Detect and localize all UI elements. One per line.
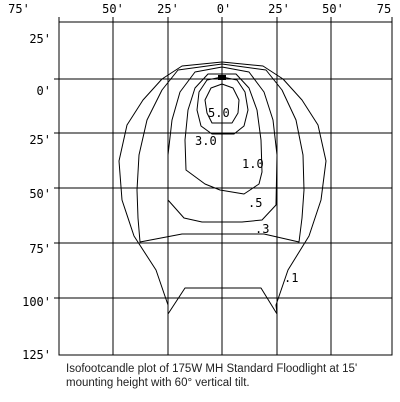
caption-line: mounting height with 60° vertical tilt.	[66, 377, 250, 389]
x-tick-label: 25'	[268, 2, 290, 16]
contours	[118, 61, 327, 315]
y-tick-label: 125'	[22, 348, 51, 362]
contour-0-1	[118, 61, 327, 315]
y-tick-label: 25'	[29, 32, 51, 46]
x-tick-label: 50'	[322, 2, 344, 16]
x-tick-label: 75'	[8, 2, 30, 16]
contour-label: .1	[284, 271, 298, 285]
caption-line: Isofootcandle plot of 175W MH Standard F…	[66, 363, 358, 375]
luminaire-marker	[218, 75, 226, 80]
contour-labels: 5.0 3.0 1.0 .5 .3 .1	[195, 106, 298, 285]
y-tick-label: 50'	[29, 187, 51, 201]
x-tick-label: 50'	[102, 2, 124, 16]
contour-label: .3	[255, 222, 269, 236]
contour-label: .5	[248, 196, 262, 210]
contour-label: 1.0	[242, 157, 264, 171]
y-tick-label: 25'	[29, 133, 51, 147]
contour-1-0	[184, 73, 263, 195]
contour-3-0	[196, 76, 249, 135]
y-tick-labels: 25' 0' 25' 50' 75' 100' 125'	[22, 32, 51, 362]
y-tick-label: 0'	[37, 84, 51, 98]
contour-0-3	[136, 63, 305, 243]
contour-label: 3.0	[195, 134, 217, 148]
figure-caption: Isofootcandle plot of 175W MH Standard F…	[66, 362, 396, 390]
x-tick-label: 75	[377, 2, 391, 16]
contour-0-5	[167, 66, 278, 223]
x-tick-label: 0'	[217, 2, 231, 16]
grid	[58, 21, 393, 356]
contour-5-0	[204, 83, 240, 124]
x-tick-labels: 75' 50' 25' 0' 25' 50' 75	[8, 2, 391, 16]
axis-ticks	[54, 17, 393, 299]
y-tick-label: 100'	[22, 295, 51, 309]
x-tick-label: 25'	[157, 2, 179, 16]
contour-label: 5.0	[208, 106, 230, 120]
y-tick-label: 75'	[29, 242, 51, 256]
